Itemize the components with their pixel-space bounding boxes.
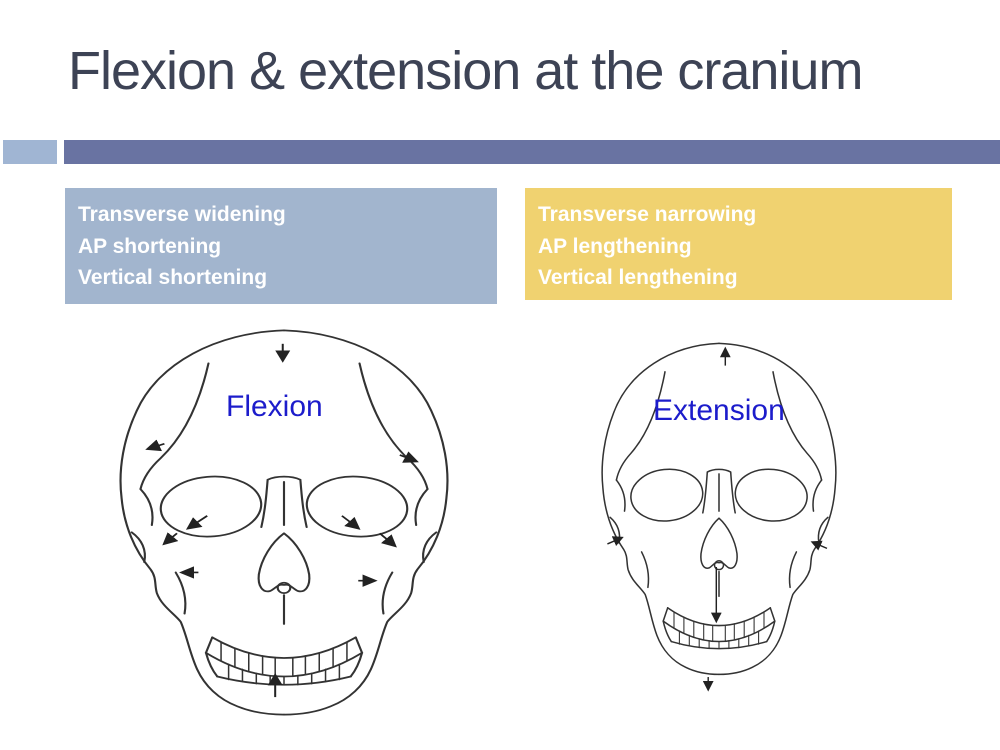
arrow-zygoma-right-in-icon <box>810 540 828 551</box>
extension-panel-line-2: AP lengthening <box>538 234 692 258</box>
arrow-temple-left-out-icon <box>145 439 165 452</box>
arrow-zygoma-left-in-icon <box>607 536 624 547</box>
arrow-orbit-right-out-icon <box>341 515 361 530</box>
flexion-summary-panel: Transverse widening AP shortening Vertic… <box>65 188 497 304</box>
arrow-cheek-left-out-icon <box>162 532 179 546</box>
flexion-panel-line-3: Vertical shortening <box>78 266 268 289</box>
extension-summary-panel: Transverse narrowing AP lengthening Vert… <box>525 188 952 300</box>
accent-bar <box>64 140 1000 164</box>
arrow-temple-right-out-icon <box>399 451 419 463</box>
arrow-cheek-right-out-icon <box>378 532 397 548</box>
extension-panel-line-1: Transverse narrowing <box>538 203 757 226</box>
arrow-orbit-left-out-icon <box>185 515 208 530</box>
page-title: Flexion & extension at the cranium <box>68 41 863 101</box>
flexion-figure-label: Flexion <box>226 390 323 423</box>
extension-arrows <box>607 346 828 692</box>
flexion-panel-line-1: Transverse widening <box>78 203 286 226</box>
flexion-arrows <box>145 343 419 698</box>
flexion-skull-figure <box>70 316 498 728</box>
extension-skull-figure <box>566 331 872 692</box>
extension-figure-label: Extension <box>653 394 785 427</box>
accent-square <box>3 140 57 164</box>
flexion-panel-line-2: AP shortening <box>78 234 222 258</box>
extension-panel-line-3: Vertical lengthening <box>538 266 738 289</box>
